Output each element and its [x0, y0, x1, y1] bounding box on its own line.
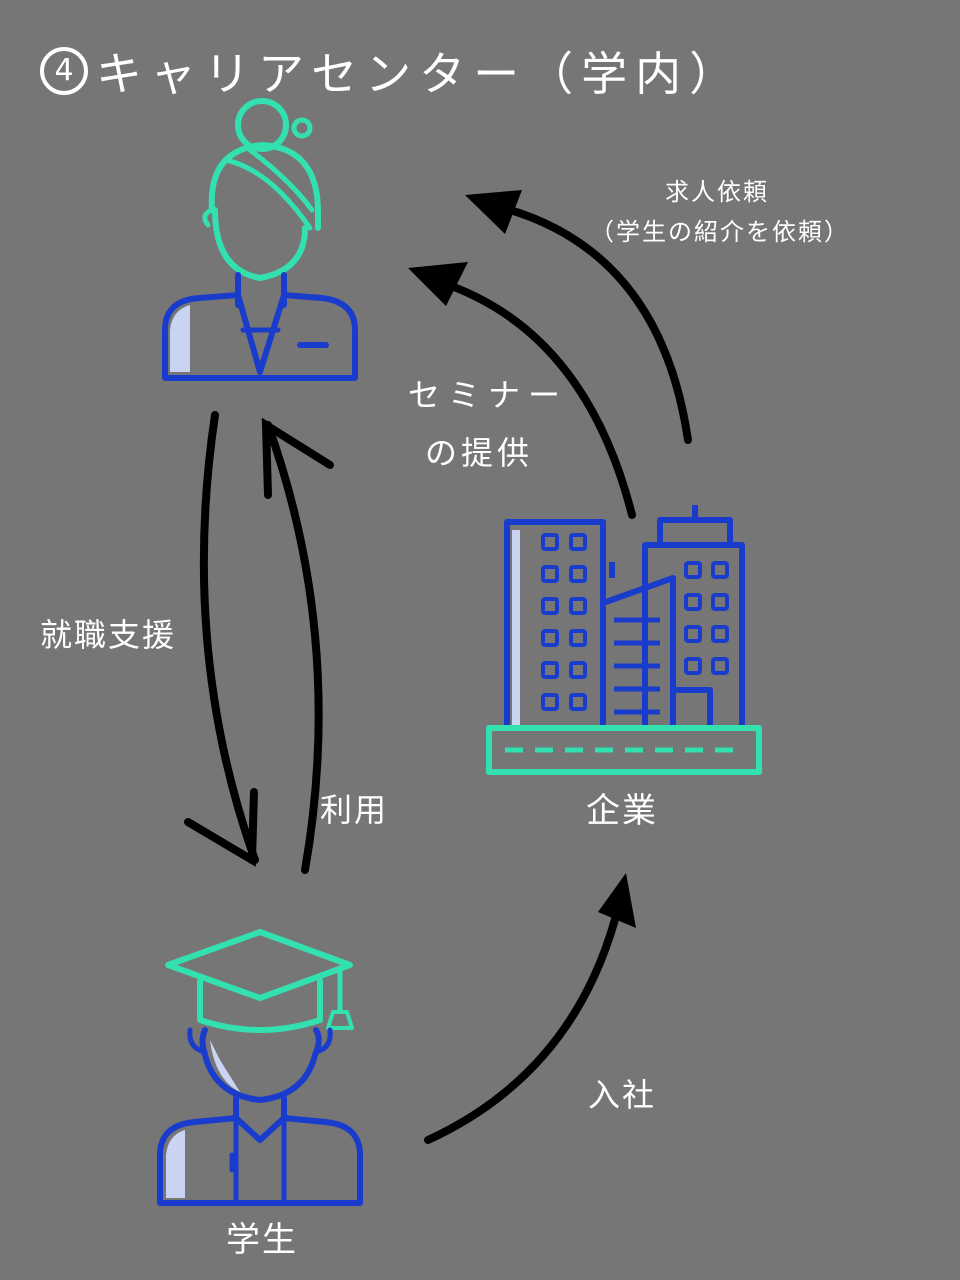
- arrow-use: [264, 421, 323, 874]
- arrowhead-job-request: [465, 190, 522, 234]
- title-number-badge: 4: [40, 47, 88, 95]
- arrow-job-support: [199, 411, 259, 864]
- arrow-join: [424, 896, 624, 1144]
- career-advisor-woman-icon: [162, 98, 358, 381]
- label-job-support: 就職支援: [40, 616, 177, 654]
- arrowhead-join: [598, 873, 636, 928]
- title-text: キャリアセンター（学内）: [96, 47, 744, 101]
- arrowhead-seminar: [408, 262, 468, 306]
- label-seminar-provide: の提供: [425, 434, 534, 472]
- label-company: 企業: [586, 791, 658, 831]
- arrow-seminar: [436, 278, 636, 519]
- label-job-request-detail: （学生の紹介を依頼）: [590, 218, 850, 246]
- diagram-title: 4 キャリアセンター（学内）: [40, 38, 743, 104]
- arrowhead-job-support: [184, 788, 258, 867]
- label-join: 入社: [588, 1076, 657, 1114]
- label-student: 学生: [226, 1220, 298, 1260]
- arrowhead-use: [261, 417, 334, 499]
- label-seminar: セミナー: [408, 376, 569, 414]
- graduate-student-icon: [157, 929, 363, 1206]
- label-job-request: 求人依頼: [665, 178, 769, 206]
- arrow-job-request: [496, 203, 692, 444]
- office-buildings-icon: [486, 505, 762, 775]
- label-use: 利用: [320, 791, 389, 829]
